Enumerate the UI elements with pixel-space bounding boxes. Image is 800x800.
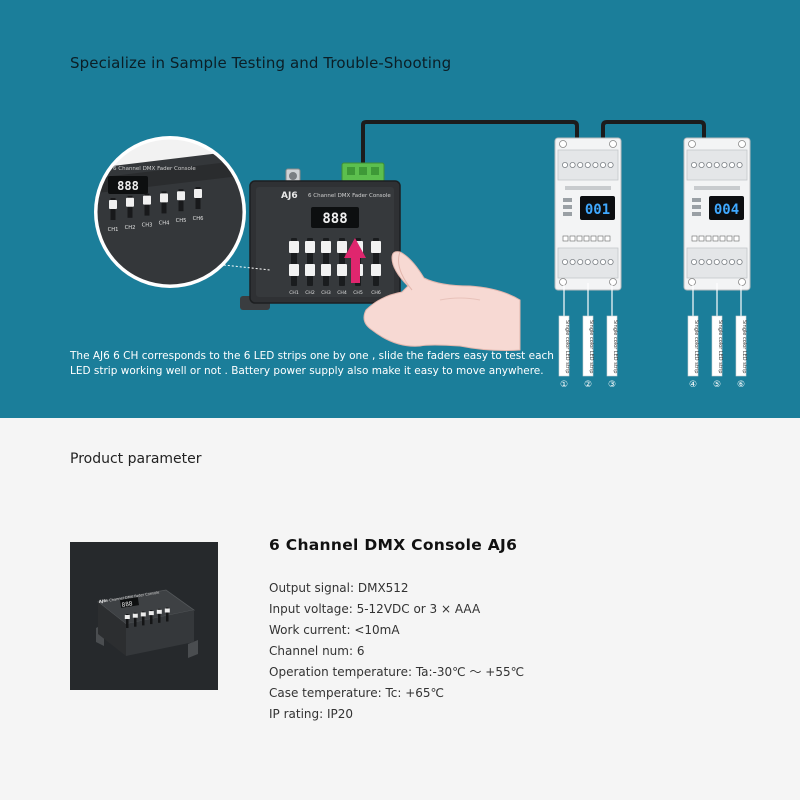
- channel-label: CH1: [289, 290, 299, 296]
- fader-knob: [337, 241, 347, 253]
- led-strip-label: Single color LED strip: [564, 320, 570, 373]
- banner-heading: Specialize in Sample Testing and Trouble…: [70, 54, 452, 72]
- zoom-channel-label: CH3: [142, 223, 153, 229]
- photo-fader-track: [150, 610, 153, 625]
- led-strip: Single color LED strip ③: [606, 315, 618, 390]
- channel-label: CH2: [305, 290, 315, 296]
- fader-knob: [371, 264, 381, 276]
- led-strip-label: Single color LED strip: [717, 320, 723, 373]
- channel-label: CH4: [337, 290, 347, 296]
- photo-fader-knob: [164, 608, 170, 613]
- spec-list: Output signal: DMX512 Input voltage: 5-1…: [269, 578, 524, 725]
- aj6-console: AJ6 6 Channel DMX Fader Console 888 CH1 C…: [240, 180, 410, 310]
- led-strip-number: ③: [608, 380, 616, 390]
- product-title: 6 Channel DMX Console AJ6: [269, 536, 518, 554]
- led-strip-number: ④: [689, 380, 697, 390]
- fader-knob: [337, 264, 347, 276]
- spec-item: Channel num: 6: [269, 644, 365, 658]
- photo-display: 888: [121, 600, 133, 609]
- led-strip: Single color LED strip ⑥: [735, 315, 747, 390]
- zoom-fader-knob: [177, 191, 185, 201]
- spec-item: IP rating: IP20: [269, 707, 354, 721]
- product-section: Product parameter 6 Channel DMX Fader Co…: [0, 418, 800, 800]
- channel-label: CH5: [353, 290, 363, 296]
- decoder-display-digits: 001: [585, 202, 610, 218]
- photo-fader-track: [134, 612, 137, 627]
- pointing-hand: [363, 251, 521, 351]
- spec-item: Work current: <10mA: [269, 623, 400, 637]
- photo-fader-track: [166, 607, 169, 622]
- decoder-display-digits: 004: [714, 202, 739, 218]
- led-strip: Single color LED strip ①: [558, 315, 570, 390]
- console-display: [311, 207, 359, 228]
- photo-fader-knob: [156, 609, 162, 614]
- led-strip-number: ①: [560, 380, 568, 390]
- zoom-channel-label: CH5: [176, 218, 187, 224]
- decoder-display: [709, 196, 744, 220]
- led-strip-number: ②: [584, 380, 592, 390]
- fader-knob: [305, 264, 315, 276]
- console-label: 6 Channel DMX Fader Console: [308, 193, 391, 199]
- led-strip-label: Single color LED strip: [693, 320, 699, 373]
- zoom-display-digits: 888: [117, 179, 139, 193]
- led-strip: Single color LED strip ⑤: [711, 315, 723, 390]
- led-strip-label: Single color LED strip: [588, 320, 594, 373]
- section-heading: Product parameter: [70, 451, 202, 467]
- decoder-display: [580, 196, 615, 220]
- photo-fader-track: [158, 608, 161, 623]
- spec-item: Input voltage: 5-12VDC or 3 × AAA: [269, 602, 481, 616]
- console-display-digits: 888: [322, 211, 347, 227]
- dmx-cable: [601, 120, 706, 140]
- product-photo-drawing: 6 Channel DMX Fader Console AJ6 888: [96, 589, 198, 658]
- zoom-fader-knob: [143, 195, 151, 205]
- fader-knob: [289, 264, 299, 276]
- photo-fader-track: [126, 614, 129, 628]
- zoom-channel-label: CH1: [108, 227, 119, 233]
- zoom-fader-knob: [160, 193, 168, 203]
- fader-knob: [305, 241, 315, 253]
- fader-knob: [321, 241, 331, 253]
- terminal-connector: [341, 162, 385, 183]
- led-strip-number: ⑥: [737, 380, 745, 390]
- photo-model: AJ6: [98, 598, 106, 604]
- led-strip: Single color LED strip ④: [687, 315, 699, 390]
- photo-fader-knob: [132, 613, 138, 618]
- banner-description: The AJ6 6 CH corresponds to the 6 LED st…: [70, 350, 554, 377]
- zoom-channel-label: CH6: [193, 216, 204, 222]
- spec-item: Case temperature: Tc: +65℃: [269, 686, 445, 700]
- photo-fader-knob: [140, 612, 146, 617]
- zoom-fader-knob: [126, 197, 134, 207]
- led-strip-number: ⑤: [713, 380, 721, 390]
- led-strip-label: Single color LED strip: [612, 320, 618, 373]
- dmx-cable: [361, 120, 579, 165]
- fader-knob: [289, 241, 299, 253]
- zoom-fader-knob: [109, 200, 117, 209]
- spec-item: Operation temperature: Ta:-30℃ ～ +55℃: [269, 665, 525, 679]
- zoom-label: 6 Channel DMX Fader Console: [113, 166, 196, 172]
- led-strip: Single color LED strip ②: [582, 315, 594, 390]
- console-model: AJ6: [281, 191, 298, 201]
- photo-fader-knob: [124, 615, 130, 619]
- channel-label: CH6: [371, 290, 381, 296]
- slide-up-arrow: [344, 238, 366, 283]
- fader-knob: [371, 241, 381, 253]
- fader-knob: [321, 264, 331, 276]
- led-strip-label: Single color LED strip: [741, 320, 747, 373]
- zoom-detail: 6 Channel DMX Fader Console 888 CH1 CH2 CH…: [94, 136, 246, 288]
- zoom-channel-label: CH4: [159, 220, 171, 226]
- channel-label: CH3: [321, 290, 331, 296]
- photo-fader-knob: [148, 611, 154, 616]
- spec-item: Output signal: DMX512: [269, 581, 409, 595]
- zoom-channel-label: CH2: [125, 225, 136, 231]
- photo-fader-track: [142, 611, 145, 626]
- zoom-fader-knob: [194, 189, 202, 198]
- product-photo: 6 Channel DMX Fader Console AJ6 888: [70, 542, 218, 690]
